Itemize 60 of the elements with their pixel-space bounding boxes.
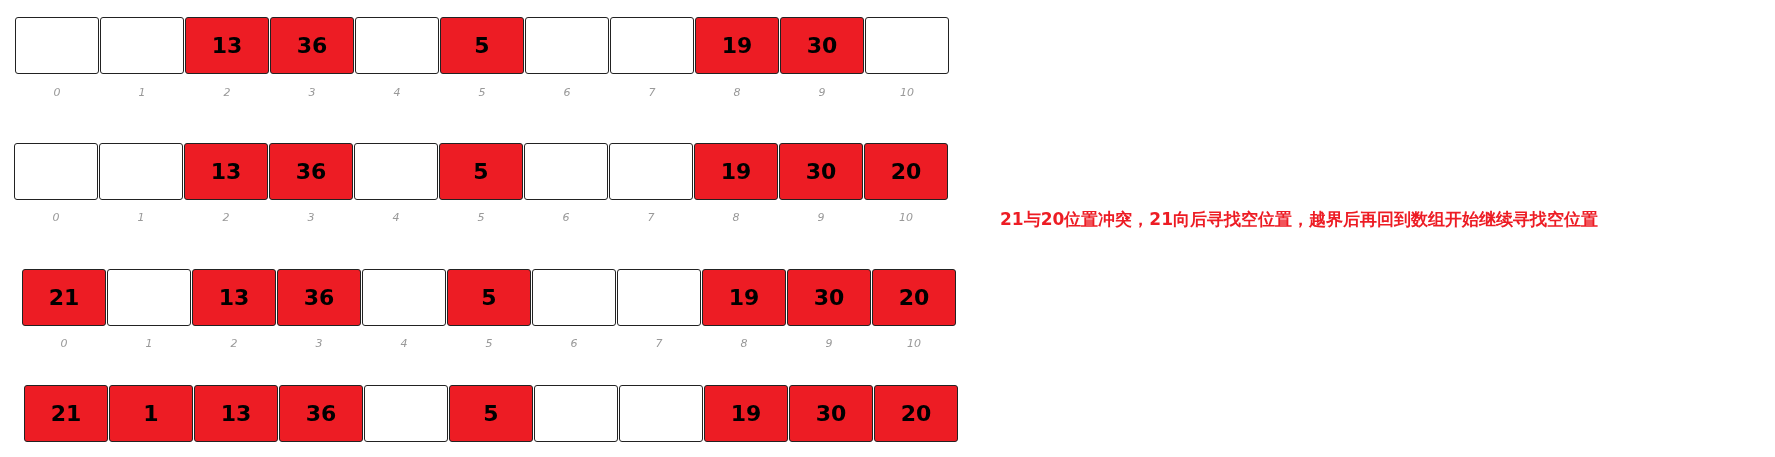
index-label: 4 xyxy=(392,86,402,99)
index-label: 8 xyxy=(731,211,741,224)
array-cell: 1 xyxy=(109,385,193,442)
index-label: 1 xyxy=(136,211,146,224)
array-cell: 30 xyxy=(780,17,864,74)
index-label: 7 xyxy=(647,86,657,99)
array-cell: 36 xyxy=(279,385,363,442)
index-label: 3 xyxy=(307,86,317,99)
array-cell: 5 xyxy=(449,385,533,442)
array-cell: 36 xyxy=(277,269,361,326)
array-cell: 19 xyxy=(704,385,788,442)
index-label: 10 xyxy=(906,337,922,350)
array-cell: 21 xyxy=(24,385,108,442)
index-label: 5 xyxy=(477,86,487,99)
index-label: 10 xyxy=(898,211,914,224)
array-cell: 13 xyxy=(194,385,278,442)
array-cell: 30 xyxy=(787,269,871,326)
index-label: 7 xyxy=(654,337,664,350)
index-label: 3 xyxy=(314,337,324,350)
index-label: 0 xyxy=(51,211,61,224)
index-label: 9 xyxy=(816,211,826,224)
index-label: 9 xyxy=(817,86,827,99)
array-cell: 19 xyxy=(694,143,778,200)
array-cell: 13 xyxy=(192,269,276,326)
index-label: 3 xyxy=(306,211,316,224)
index-label: 1 xyxy=(144,337,154,350)
index-label: 2 xyxy=(229,337,239,350)
index-label: 6 xyxy=(561,211,571,224)
array-cell: 20 xyxy=(872,269,956,326)
array-cell: 36 xyxy=(269,143,353,200)
index-label: 2 xyxy=(222,86,232,99)
index-label: 0 xyxy=(59,337,69,350)
array-cell: 20 xyxy=(874,385,958,442)
array-cell: 19 xyxy=(695,17,779,74)
index-label: 2 xyxy=(221,211,231,224)
array-cell: 20 xyxy=(864,143,948,200)
array-cell: 5 xyxy=(440,17,524,74)
array-cell: 19 xyxy=(702,269,786,326)
index-label: 4 xyxy=(391,211,401,224)
index-label: 5 xyxy=(476,211,486,224)
array-cell: 30 xyxy=(789,385,873,442)
index-label: 0 xyxy=(52,86,62,99)
index-label: 8 xyxy=(739,337,749,350)
index-label: 9 xyxy=(824,337,834,350)
array-cell: 5 xyxy=(439,143,523,200)
array-cell: 13 xyxy=(185,17,269,74)
array-cell: 13 xyxy=(184,143,268,200)
note-text: 21与20位置冲突，21向后寻找空位置，越界后再回到数组开始继续寻找空位置 xyxy=(1000,208,1598,231)
index-label: 4 xyxy=(399,337,409,350)
index-label: 1 xyxy=(137,86,147,99)
array-cell: 36 xyxy=(270,17,354,74)
array-cell: 30 xyxy=(779,143,863,200)
array-cell: 5 xyxy=(447,269,531,326)
index-label: 6 xyxy=(569,337,579,350)
index-label: 10 xyxy=(899,86,915,99)
index-label: 7 xyxy=(646,211,656,224)
index-label: 8 xyxy=(732,86,742,99)
index-label: 5 xyxy=(484,337,494,350)
array-cell: 21 xyxy=(22,269,106,326)
index-label: 6 xyxy=(562,86,572,99)
